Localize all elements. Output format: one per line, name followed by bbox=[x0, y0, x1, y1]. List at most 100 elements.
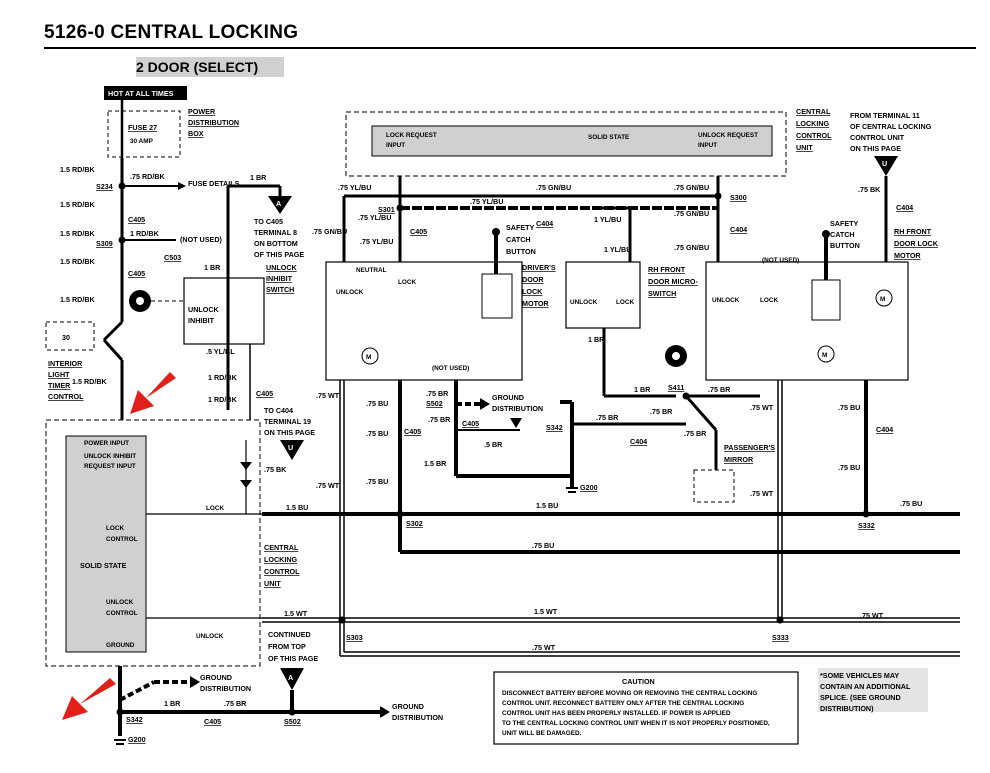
fuse-name: FUSE 27 bbox=[128, 123, 157, 132]
rh-micro-label: SWITCH bbox=[648, 289, 676, 298]
mirror-label: MIRROR bbox=[724, 455, 754, 464]
rh-motor-label: DOOR LOCK bbox=[894, 239, 939, 248]
splice-s301 bbox=[396, 204, 404, 212]
connector-c404: C404 bbox=[896, 203, 913, 212]
connector-s300: S300 bbox=[730, 193, 747, 202]
ground-dist-label: DISTRIBUTION bbox=[200, 684, 251, 693]
connector-s301: S301 bbox=[378, 205, 395, 214]
wire-label: 1 BR bbox=[588, 335, 605, 344]
page-subtitle: 2 DOOR (SELECT) bbox=[136, 59, 259, 75]
rh-motor-label: MOTOR bbox=[894, 251, 921, 260]
connector-c404: C404 bbox=[630, 437, 647, 446]
ground-distribution-mid-group: G200 GROUND DISTRIBUTION .75 BR S502 .75… bbox=[424, 380, 775, 503]
splice-s302 bbox=[396, 510, 404, 518]
connector-s502: S502 bbox=[284, 717, 301, 726]
caution-text: TO THE CENTRAL LOCKING CONTROL UNIT WHEN… bbox=[502, 720, 770, 727]
connector-s342: S342 bbox=[126, 715, 143, 724]
ground-dist-label: GROUND bbox=[492, 393, 524, 402]
wire-label: 1 BR bbox=[634, 385, 651, 394]
power-distribution-group: HOT AT ALL TIMES FUSE 27 30 AMP POWER DI… bbox=[104, 86, 239, 158]
diode-icon bbox=[240, 462, 252, 470]
small-ground-arrow bbox=[510, 418, 522, 428]
box-label-2: DISTRIBUTION bbox=[188, 118, 239, 127]
wire-label: 1.5 BU bbox=[286, 503, 308, 512]
footnote-text: DISTRIBUTION) bbox=[820, 704, 874, 713]
unlock-label: UNLOCK bbox=[196, 633, 224, 640]
safety-catch-label: SAFETY bbox=[830, 219, 859, 228]
wire-label: .75 YL/BU bbox=[360, 237, 393, 246]
wire-label: .75 WT bbox=[316, 391, 340, 400]
not-used-label: (NOT USED) bbox=[180, 235, 223, 244]
rh-micro-label: RH FRONT bbox=[648, 265, 686, 274]
footnote-group: *SOME VEHICLES MAY CONTAIN AN ADDITIONAL… bbox=[818, 668, 928, 713]
connector-c404: C404 bbox=[730, 225, 747, 234]
rh-door-motor-box bbox=[705, 261, 909, 381]
wire-label: .5 YL/BL bbox=[206, 347, 235, 356]
safety-catch-label: CATCH bbox=[506, 235, 531, 244]
connector-s502: S502 bbox=[426, 399, 443, 408]
interior-timer-label: TIMER bbox=[48, 381, 71, 390]
passenger-mirror-box bbox=[693, 469, 735, 503]
wire-label: .75 BU bbox=[366, 429, 388, 438]
wire-label: .75 BU bbox=[532, 541, 554, 550]
wire-label: 1.5 RD/BK bbox=[60, 165, 96, 174]
unlock-inhibit-label: INHIBIT bbox=[188, 316, 215, 325]
lock-label: LOCK bbox=[616, 299, 634, 306]
wire-label: 1 YL/BU bbox=[604, 245, 631, 254]
caution-text: CONTROL UNIT HAS BEEN PROPERLY INSTALLED… bbox=[502, 710, 731, 717]
to-c405-label: TO C405 bbox=[254, 217, 283, 226]
central-unit-bottom-box bbox=[45, 419, 261, 667]
connector-c404: C404 bbox=[876, 425, 893, 434]
lock-label: LOCK bbox=[206, 505, 224, 512]
wire-label: 1.5 WT bbox=[284, 609, 308, 618]
ground-dist-label: GROUND bbox=[392, 702, 424, 711]
wire-label: 1.5 RD/BK bbox=[60, 200, 96, 209]
fuse-rating: 30 AMP bbox=[130, 138, 154, 145]
unlock-inhibit-label: UNLOCK bbox=[188, 305, 220, 314]
ground-dist-label: DISTRIBUTION bbox=[392, 713, 443, 722]
ground-dist-link bbox=[119, 680, 155, 702]
splice-s342 bbox=[116, 708, 124, 716]
connector-c405: C405 bbox=[410, 227, 427, 236]
connector-c404: C404 bbox=[536, 219, 553, 228]
to-c404-label: ON THIS PAGE bbox=[264, 428, 315, 437]
solid-state-block bbox=[371, 125, 773, 157]
wire-label: .75 YL/BU bbox=[470, 197, 503, 206]
interior-timer-group: 30 INTERIOR LIGHT TIMER CONTROL bbox=[45, 321, 95, 401]
footnote-shade bbox=[818, 668, 928, 712]
wire-label: .75 GN/BU bbox=[674, 183, 709, 192]
wire-label: .75 BU bbox=[366, 399, 388, 408]
connector-u-label: U bbox=[882, 159, 887, 168]
splice-s332 bbox=[862, 510, 870, 518]
from-terminal-label: FROM TERMINAL 11 bbox=[850, 111, 920, 120]
driver-motor-label: MOTOR bbox=[522, 299, 549, 308]
connector-c405: C405 bbox=[404, 427, 421, 436]
lock-label: LOCK bbox=[760, 297, 778, 304]
wire-label: .75 YL/BU bbox=[338, 183, 371, 192]
central-unit-label: CENTRAL bbox=[264, 543, 299, 552]
wire-label: .75 BR bbox=[708, 385, 731, 394]
connector-c405: C405 bbox=[128, 269, 145, 278]
central-unit-label: UNIT bbox=[264, 579, 281, 588]
wire-label: 1.5 RD/BK bbox=[60, 229, 96, 238]
from-terminal-label: CONTROL UNIT bbox=[850, 133, 905, 142]
unlock-request-label: INPUT bbox=[698, 142, 717, 149]
central-unit-top-box bbox=[345, 111, 787, 177]
rh-motor-label: RH FRONT bbox=[894, 227, 932, 236]
central-unit-label: CENTRAL bbox=[796, 107, 831, 116]
wire-label: 1.5 RD/BK bbox=[72, 377, 108, 386]
title-divider bbox=[44, 47, 976, 49]
safety-catch-knob-icon bbox=[492, 228, 500, 236]
red-pointer-arrow-lower bbox=[62, 678, 116, 720]
caution-group: CAUTION DISCONNECT BATTERY BEFORE MOVING… bbox=[493, 671, 799, 745]
wire-label: .75 BU bbox=[366, 477, 388, 486]
wire-label: .75 BR bbox=[684, 429, 707, 438]
wire-label: 1 BR bbox=[164, 699, 181, 708]
wire-label: .75 BU bbox=[900, 499, 922, 508]
wire-label: .75 BR bbox=[650, 407, 673, 416]
central-unit-label: CONTROL bbox=[264, 567, 300, 576]
caution-text: CONTROL UNIT. RECONNECT BATTERY ONLY AFT… bbox=[502, 700, 744, 707]
wire-label: .75 RD/BK bbox=[130, 172, 166, 181]
connector-s333: S333 bbox=[772, 633, 789, 642]
caution-text: DISCONNECT BATTERY BEFORE MOVING OR REMO… bbox=[502, 690, 757, 697]
